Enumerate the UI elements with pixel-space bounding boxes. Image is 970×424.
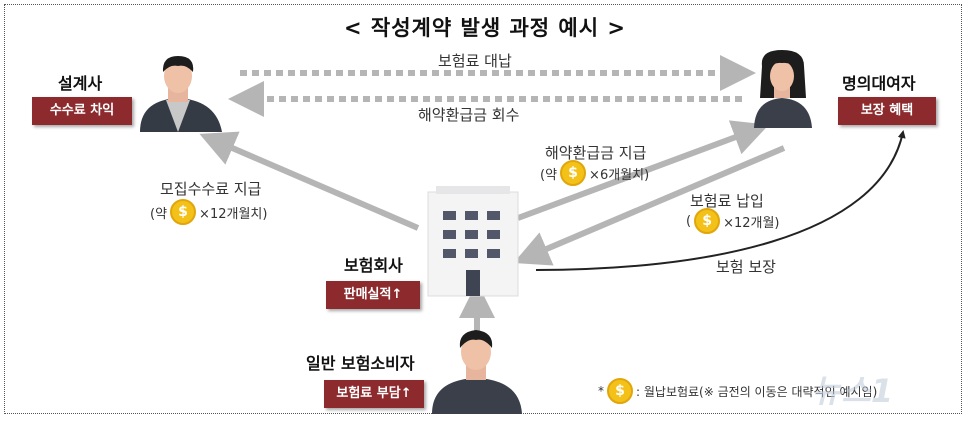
consumer-name: 일반 보험소비자 (306, 354, 415, 373)
coin-icon: $ (607, 378, 633, 404)
diagram-title: < 작성계약 발생 과정 예시 > (344, 16, 626, 40)
consumer-badge: 보험료 부담↑ (324, 380, 424, 408)
designer-badge: 수수료 차익 (32, 97, 132, 125)
commission-detail: (약 $ ×12개월치) (150, 199, 267, 225)
coverage-label: 보험 보장 (716, 258, 776, 276)
refund-pay-label: 해약환급금 지급 (545, 144, 647, 162)
nominee-badge: 보장 혜택 (838, 97, 936, 125)
legend-note: * $ : 월납보험료(※ 금전의 이동은 대략적인 예시임) (598, 378, 877, 404)
insurer-badge: 판매실적↑ (326, 281, 420, 309)
watermark-logo: 뉴스1 (812, 372, 894, 410)
refund-collect-label: 해약환급금 회수 (418, 106, 520, 124)
refund-pay-arrow (516, 120, 769, 221)
nominee-person-icon (754, 50, 812, 128)
coin-icon: $ (560, 160, 587, 186)
coin-icon: $ (170, 199, 197, 225)
commission-prefix: (약 (150, 206, 168, 222)
premium-pay-label: 보험료 납입 (690, 192, 764, 210)
designer-person-icon (140, 56, 222, 132)
legend-marker: * (598, 384, 604, 398)
commission-label: 모집수수료 지급 (160, 180, 262, 198)
refund-pay-prefix: (약 (540, 167, 558, 183)
commission-suffix: ×12개월치) (199, 206, 268, 222)
coverage-arrow (535, 130, 906, 271)
premium-pay-arrow (513, 145, 786, 266)
premium-pay-detail: ( $ ×12개월) (686, 208, 780, 234)
coin-icon: $ (694, 208, 721, 234)
premium-pay-suffix: ×12개월) (723, 215, 780, 231)
commission-arrow (199, 131, 420, 231)
nominee-name: 명의대여자 (842, 74, 916, 93)
refund-pay-detail: (약 $ ×6개월치) (540, 160, 649, 186)
insurer-name: 보험회사 (344, 256, 403, 275)
consumer-person-icon (432, 330, 522, 414)
premium-proxy-label: 보험료 대납 (438, 52, 512, 70)
premium-pay-prefix: ( (686, 213, 692, 229)
insurer-building-icon (427, 186, 519, 297)
designer-name: 설계사 (58, 74, 103, 93)
refund-pay-suffix: ×6개월치) (589, 167, 650, 183)
legend-text: : 월납보험료(※ 금전의 이동은 대략적인 예시임) (636, 384, 878, 399)
